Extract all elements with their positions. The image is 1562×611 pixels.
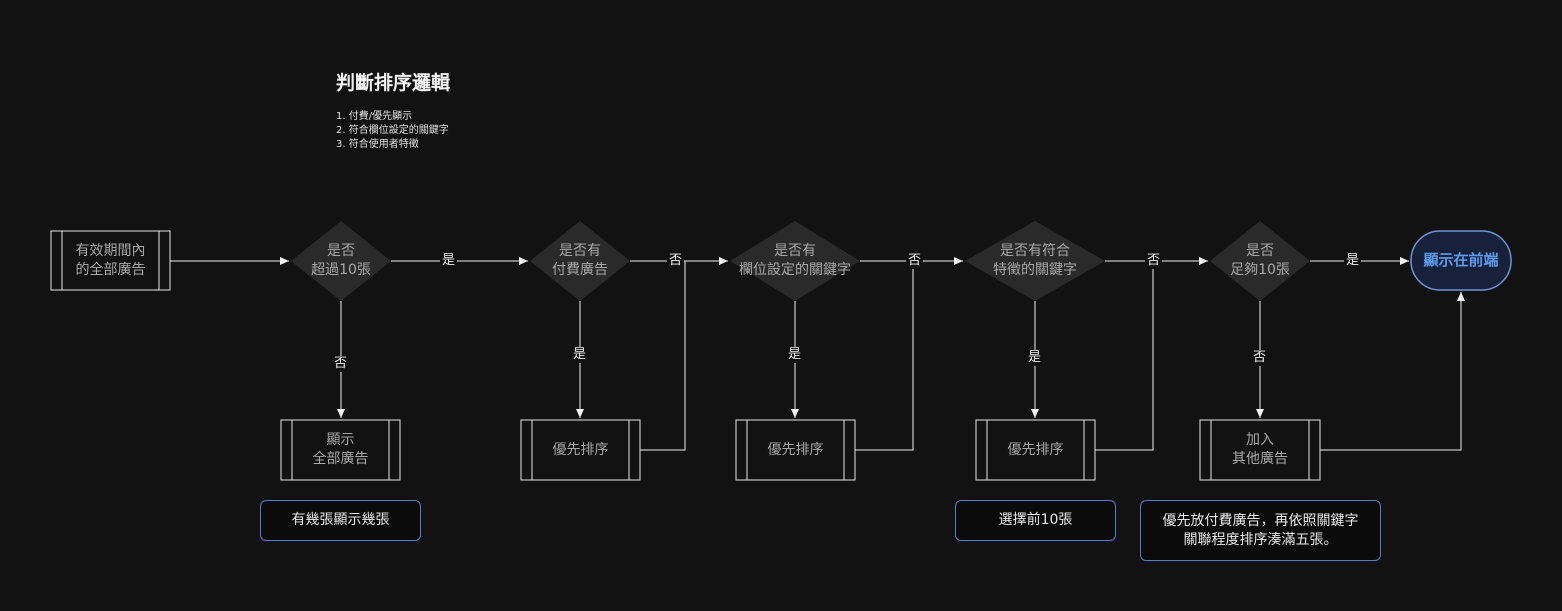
edge-label-over10-yes: 是 [440,253,458,269]
criteria-item: 2. 符合欄位設定的關鍵字 [336,125,449,136]
process-show-all-box [280,419,401,481]
decision-field-kw-diamond [730,221,860,301]
edge-priority1-return [640,261,686,451]
process-priority3-label: 優先排序 [1007,441,1064,458]
edge-label-user-yes: 是 [1026,350,1044,366]
process-priority1-label: 優先排序 [552,441,609,458]
end-terminal [1410,230,1512,291]
edge-priority2-return [855,261,914,451]
criteria-list: 1. 付費/優先顯示 2. 符合欄位設定的關鍵字 3. 符合使用者特徵 [336,110,449,152]
edge-add-other-to-end [1320,292,1465,451]
edge-label-over10-no: 否 [332,356,350,372]
edge-label-field-yes: 是 [786,347,804,363]
decision-field-kw-label: 是否有 欄位設定的關鍵字 [739,243,851,278]
edge-label-field-no: 否 [906,253,924,269]
criteria-item: 1. 付費/優先顯示 [336,111,413,122]
process-show-all-label: 顯示 全部廣告 [312,432,369,467]
decision-user-kw-diamond [965,221,1105,301]
edge-priority3-return [1095,261,1154,451]
decision-paid-label: 是否有 付費廣告 [552,243,608,278]
decision-enough10-diamond [1210,221,1310,301]
end-terminal-label: 顯示在前端 [1423,251,1499,269]
decision-over10-label: 是否 超過10張 [311,243,371,278]
decision-over10-diamond [291,221,391,301]
decision-user-kw-label: 是否有符合 特徵的關鍵字 [993,243,1077,278]
decision-enough10-label: 是否 足夠10張 [1230,243,1290,278]
edge-label-paid-yes: 是 [571,347,589,363]
note-fill: 優先放付費廣告，再依照關鍵字 關聯程度排序湊滿五張。 [1140,500,1381,561]
start-process-label: 有效期間內 的全部廣告 [75,242,146,278]
edge-label-enough-yes: 是 [1344,253,1362,269]
note-select-top: 選擇前10張 [955,500,1116,541]
process-priority2-label: 優先排序 [767,441,824,458]
edge-label-user-no: 否 [1145,253,1163,269]
criteria-item: 3. 符合使用者特徵 [336,139,419,150]
diagram-title: 判斷排序邏輯 [336,72,451,94]
edge-label-paid-no: 否 [667,253,685,269]
decision-paid-diamond [530,221,630,301]
edge-label-enough-no: 否 [1251,350,1269,366]
process-add-other-label: 加入 其他廣告 [1232,432,1288,467]
note-show-all: 有幾張顯示幾張 [260,500,421,541]
